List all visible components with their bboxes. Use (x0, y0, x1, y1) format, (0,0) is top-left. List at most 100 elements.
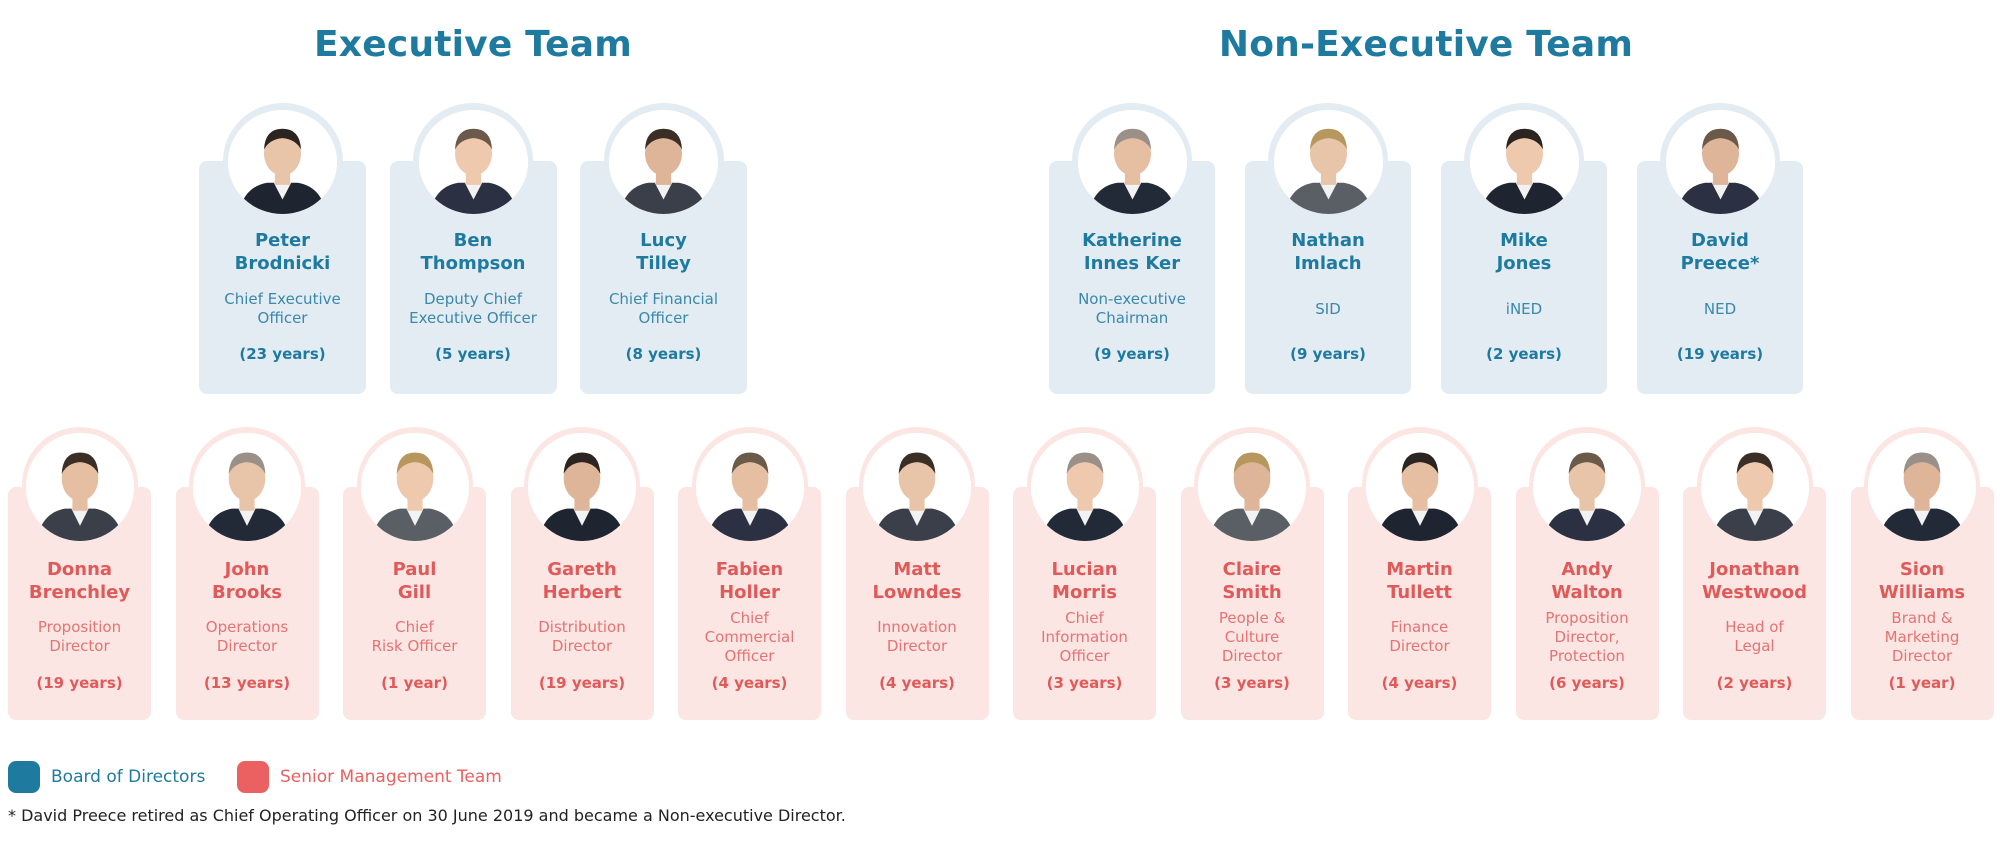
portrait-photo-icon (1077, 110, 1187, 214)
tenure: (2 years) (1486, 345, 1562, 363)
last-name: Morris (1052, 582, 1117, 603)
role-line: Legal (1734, 637, 1775, 655)
first-name: Lucy (640, 230, 687, 251)
first-name: Ben (453, 230, 493, 251)
last-name: Brenchley (28, 582, 131, 603)
tenure: (8 years) (625, 345, 702, 363)
tenure: (23 years) (239, 345, 326, 363)
last-name: Brooks (211, 582, 282, 603)
portrait-photo-icon (1665, 110, 1775, 214)
role-line: Director (1221, 646, 1283, 665)
last-name: Smith (1222, 582, 1282, 603)
first-name: Matt (893, 559, 941, 580)
role-line: Finance (1390, 618, 1449, 636)
first-name: Katherine (1082, 230, 1182, 251)
role-line: Officer (638, 309, 689, 327)
first-name: Andy (1561, 559, 1613, 580)
portrait-photo-icon (1365, 433, 1474, 541)
portrait-photo-icon (228, 110, 337, 214)
role-line: Information (1041, 627, 1128, 646)
tenure: (13 years) (203, 674, 291, 692)
portrait-photo-icon (25, 433, 134, 541)
executive-team-heading: Executive Team (314, 24, 632, 65)
role-line: SID (1315, 299, 1341, 318)
portrait-photo-icon (1198, 433, 1306, 541)
portrait-photo-icon (695, 433, 804, 541)
first-name: Mike (1500, 230, 1548, 251)
role-line: Director (49, 637, 110, 655)
portrait-photo-icon (1533, 433, 1641, 541)
tenure: (2 years) (1716, 674, 1793, 692)
smt-swatch-icon (237, 761, 269, 793)
role-line: Chief Executive (224, 290, 341, 308)
role-line: Officer (257, 309, 308, 327)
tenure: (4 years) (711, 674, 788, 692)
portrait-photo-icon (528, 433, 636, 541)
role-line: Director (886, 637, 948, 655)
role-line: Culture (1224, 627, 1280, 646)
first-name: Gareth (547, 559, 617, 580)
person-role: NED (1637, 300, 1803, 319)
role-line: NED (1703, 299, 1737, 318)
first-name: Martin (1386, 559, 1453, 580)
role-line: Operations (205, 618, 289, 636)
last-name: Thompson (420, 253, 526, 274)
last-name: Tilley (636, 253, 691, 274)
legend-board-label: Board of Directors (51, 767, 206, 787)
last-name: Holler (719, 582, 780, 603)
last-name: Brodnicki (234, 253, 331, 274)
tenure: (5 years) (435, 345, 511, 363)
last-name: Innes Ker (1083, 253, 1181, 274)
role-line: People & (1218, 608, 1286, 627)
portrait-photo-icon (863, 433, 971, 541)
last-name: Preece* (1680, 253, 1760, 274)
portrait-photo-icon (1030, 433, 1139, 541)
first-name: Jonathan (1709, 559, 1800, 580)
first-name: Peter (254, 230, 311, 251)
tenure: (4 years) (879, 674, 955, 692)
role-line: Innovation (877, 618, 957, 636)
tenure: (4 years) (1381, 674, 1458, 692)
role-line: Officer (724, 646, 775, 665)
first-name: Claire (1222, 559, 1282, 580)
role-line: Chief (1065, 608, 1104, 627)
board-swatch-icon (8, 761, 40, 793)
last-name: Walton (1551, 582, 1623, 603)
tenure: (19 years) (36, 674, 123, 692)
first-name: David (1691, 230, 1749, 251)
first-name: Paul (392, 559, 437, 580)
role-line: Chairman (1095, 309, 1169, 327)
portrait-photo-icon (193, 433, 301, 541)
role-line: Risk Officer (371, 637, 458, 655)
tenure: (1 year) (381, 674, 448, 692)
role-line: Officer (1059, 646, 1110, 665)
tenure: (6 years) (1549, 674, 1625, 692)
role-line: Protection (1549, 646, 1625, 665)
tenure: (9 years) (1094, 345, 1170, 363)
role-line: Director (551, 637, 613, 655)
role-line: Chief (395, 618, 434, 636)
person-role: SID (1245, 300, 1411, 319)
